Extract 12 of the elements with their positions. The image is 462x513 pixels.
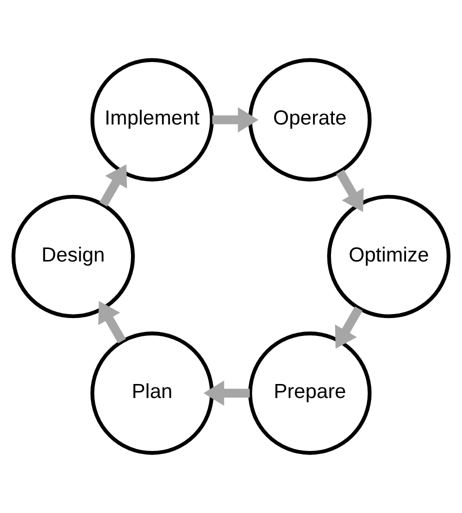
arrow	[212, 107, 258, 132]
node-circle: Implement	[90, 58, 214, 182]
node-circle: Prepare	[248, 332, 372, 455]
node-circle: Design	[12, 194, 135, 318]
arrow	[204, 380, 250, 406]
node-circle: Plan	[90, 332, 214, 455]
node-circle: Optimize	[327, 194, 450, 318]
arrow	[99, 164, 128, 207]
arrow	[98, 301, 126, 344]
node-circle: Operate	[248, 58, 372, 182]
arrow	[336, 170, 364, 212]
arrow	[335, 306, 363, 349]
